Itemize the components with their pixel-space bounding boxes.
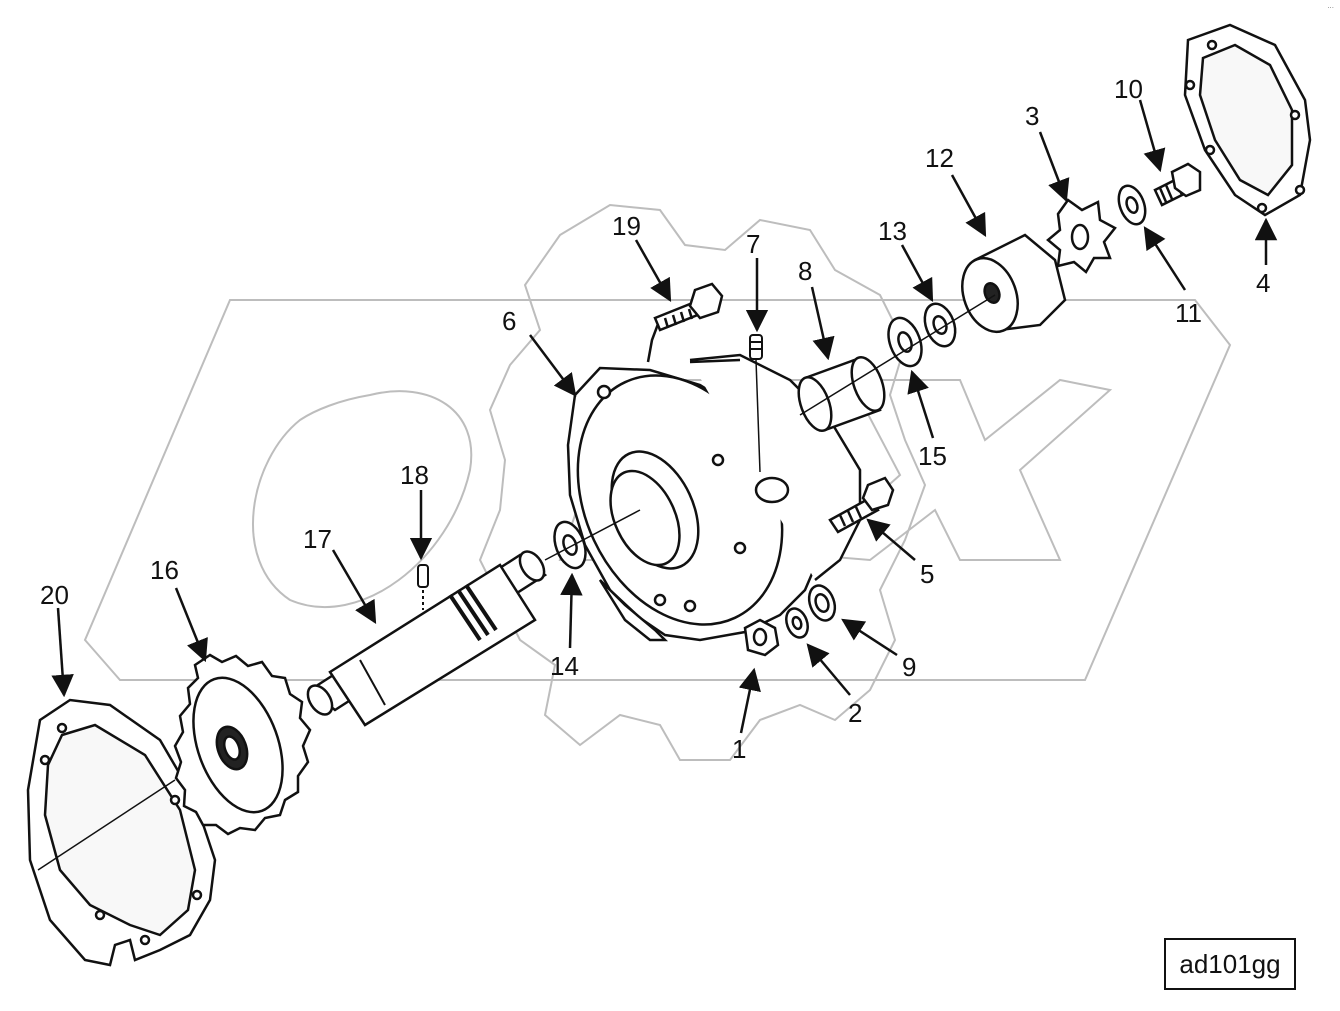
capscrew-10 (1153, 162, 1202, 207)
callout-14: 14 (550, 651, 579, 681)
bushing-8 (797, 356, 886, 432)
callout-5: 5 (920, 559, 934, 589)
bolt-19 (646, 282, 724, 363)
shaft-17 (306, 550, 548, 727)
washer-2 (785, 607, 809, 639)
setscrew-7 (749, 334, 763, 473)
callout-2: 2 (848, 698, 862, 728)
corner-mark: ··· (1327, 4, 1334, 12)
callout-17: 17 (303, 524, 332, 554)
assembly-axis-line (544, 294, 996, 561)
callout-16: 16 (150, 555, 179, 585)
gear-16 (173, 653, 312, 836)
reference-code-box: ad101gg (1164, 938, 1296, 990)
star-element-3 (1046, 198, 1117, 274)
washer-13 (923, 302, 957, 348)
gasket-4 (1183, 23, 1312, 217)
callout-10: 10 (1114, 74, 1143, 104)
washer-15 (887, 316, 923, 368)
callout-12: 12 (925, 143, 954, 173)
callout-4: 4 (1256, 268, 1270, 298)
gasket-20 (26, 698, 217, 967)
callout-15: 15 (918, 441, 947, 471)
coupling-12 (961, 233, 1067, 334)
callout-19: 19 (612, 211, 641, 241)
callout-1: 1 (732, 734, 746, 764)
pin-18 (417, 564, 429, 610)
washer-9 (807, 584, 837, 622)
bolt-5 (828, 476, 895, 534)
callout-18: 18 (400, 460, 429, 490)
callout-7: 7 (746, 229, 760, 259)
callout-6: 6 (502, 306, 516, 336)
housing-6 (566, 353, 862, 642)
callout-3: 3 (1025, 101, 1039, 131)
callout-20: 20 (40, 580, 69, 610)
leader-arrows (51, 99, 1278, 734)
callout-9: 9 (902, 652, 916, 682)
callout-labels: 1 2 3 4 5 6 7 8 9 10 11 12 13 14 15 16 1… (40, 74, 1270, 764)
washer-14 (553, 520, 587, 570)
nut-1 (743, 618, 780, 657)
callout-8: 8 (798, 256, 812, 286)
callout-13: 13 (878, 216, 907, 246)
callout-11: 11 (1175, 298, 1202, 328)
washer-11 (1117, 184, 1147, 226)
